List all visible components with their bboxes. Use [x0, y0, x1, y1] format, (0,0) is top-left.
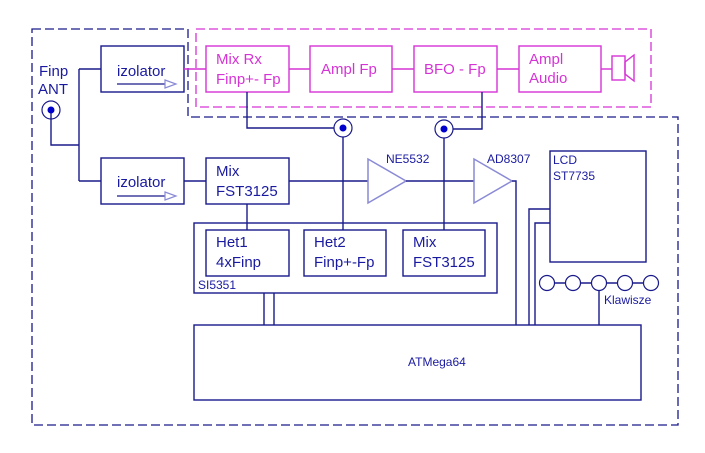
mix-rx-label-1: Mix Rx — [216, 51, 262, 68]
bfo-label: BFO - Fp — [424, 61, 486, 78]
het2-connector-icon — [333, 118, 353, 138]
keys-group — [538, 274, 660, 292]
si5351-block — [193, 222, 498, 294]
ampl-audio-label-1: Ampl — [529, 51, 563, 68]
arrow-right-icon — [117, 191, 178, 201]
het2-label-2: Finp+-Fp — [314, 254, 374, 271]
mix2-label-2: FST3125 — [413, 254, 475, 271]
wire-mixrx-to-het2-connector — [246, 92, 335, 129]
mix-fst-label-2: FST3125 — [216, 183, 278, 200]
ne5532-label: NE5532 — [386, 152, 430, 166]
si5351-label: SI5351 — [198, 278, 236, 292]
key-1-icon — [538, 274, 556, 292]
speaker-icon — [611, 53, 635, 83]
het1-label-1: Het1 — [216, 234, 248, 251]
rx-enclosure — [195, 28, 652, 108]
ad8307-label: AD8307 — [487, 152, 531, 166]
mix-rx-label-2: Finp+- Fp — [216, 71, 281, 88]
keys-label: Klawisze — [604, 293, 652, 307]
het2-block — [303, 229, 387, 277]
ampl-fp-label: Ampl Fp — [321, 61, 377, 78]
het2-label-1: Het2 — [314, 234, 346, 251]
main-enclosure — [31, 28, 679, 426]
antenna-label-2: ANT — [38, 81, 68, 98]
mcu-block — [193, 324, 642, 401]
mix-connector-icon — [434, 119, 454, 139]
ne5532-amplifier-icon — [367, 157, 408, 205]
ampl-audio-label-2: Audio — [529, 70, 567, 87]
ad8307-amplifier-icon — [473, 157, 514, 205]
izolator-bottom-label: izolator — [117, 174, 165, 191]
lcd-label-2: ST7735 — [553, 169, 595, 183]
izolator-top-label: izolator — [117, 63, 165, 80]
key-3-icon — [590, 274, 608, 292]
mix2-block — [402, 229, 486, 277]
wire-ad8307-to-mcu — [512, 180, 517, 325]
lcd-block — [549, 150, 647, 263]
wire-si5351-to-mcu — [263, 293, 275, 325]
key-4-icon — [616, 274, 634, 292]
wire-lcd-to-mcu — [528, 208, 550, 325]
arrow-right-icon — [117, 79, 178, 89]
antenna-wire — [50, 68, 101, 182]
mix2-label-1: Mix — [413, 234, 437, 251]
het1-block — [205, 229, 290, 277]
het1-label-2: 4xFinp — [216, 254, 261, 271]
wire-bfo-to-mix-connector — [452, 92, 483, 130]
antenna-label-1: Finp — [39, 63, 68, 80]
mix-fst-label-1: Mix — [216, 163, 240, 180]
key-2-icon — [564, 274, 582, 292]
mcu-label: ATMega64 — [408, 355, 466, 369]
key-5-icon — [642, 274, 660, 292]
lcd-label-1: LCD — [553, 153, 577, 167]
